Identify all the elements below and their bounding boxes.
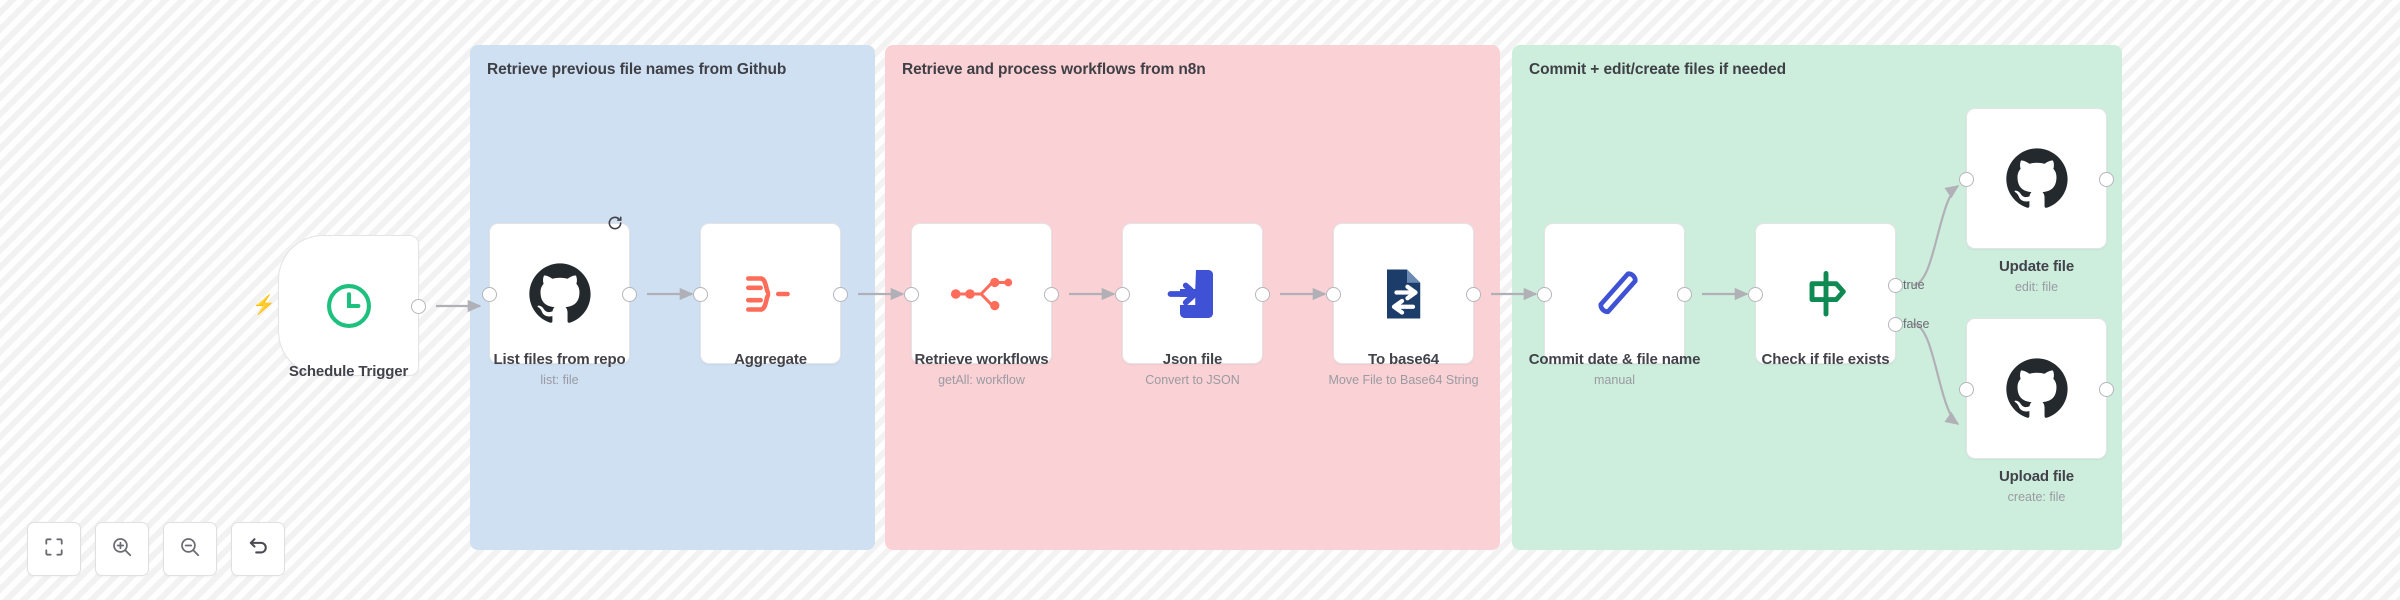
refresh-icon: [606, 214, 623, 231]
pencil-icon: [1587, 266, 1643, 322]
node-sublabel-commit-date-file-name: manual: [1594, 373, 1635, 387]
github-icon: [2005, 357, 2069, 421]
aggregate-icon: [740, 263, 802, 325]
node-label-retrieve-workflows: Retrieve workflows: [914, 351, 1049, 368]
clock-icon: [323, 280, 375, 332]
output-port-false[interactable]: [1888, 317, 1903, 332]
node-label-list-files-from-repo: List files from repo: [493, 351, 626, 368]
node-label-to-base64: To base64: [1368, 351, 1439, 368]
node-label-check-if-file-exists: Check if file exists: [1761, 351, 1890, 368]
node-label-schedule-trigger: Schedule Trigger: [288, 363, 409, 380]
trigger-bolt-icon: ⚡: [252, 295, 276, 316]
node-commit-date-file-name[interactable]: [1537, 223, 1692, 364]
input-port[interactable]: [1115, 287, 1130, 302]
zoom-in-icon: [111, 536, 133, 563]
canvas-zoom-toolbar: [27, 522, 285, 576]
input-port[interactable]: [482, 287, 497, 302]
node-to-base64[interactable]: [1326, 223, 1481, 364]
output-port[interactable]: [1677, 287, 1692, 302]
zoom-out-button[interactable]: [163, 522, 217, 576]
sticky-note-title: Retrieve and process workflows from n8n: [902, 61, 1206, 78]
sticky-note-title: Retrieve previous file names from Github: [487, 61, 787, 78]
node-retrieve-workflows[interactable]: [904, 223, 1059, 364]
node-upload-file[interactable]: [1959, 318, 2114, 459]
node-sublabel-upload-file: create: file: [2007, 490, 2066, 504]
signpost-icon: [1798, 266, 1854, 322]
n8n-icon: [949, 274, 1015, 314]
node-label-aggregate: Aggregate: [734, 351, 807, 368]
convert-to-file-icon: [1163, 264, 1223, 324]
node-aggregate[interactable]: [693, 223, 848, 364]
output-port[interactable]: [833, 287, 848, 302]
input-port[interactable]: [1326, 287, 1341, 302]
node-update-file[interactable]: [1959, 108, 2114, 249]
output-port[interactable]: [2099, 172, 2114, 187]
input-port[interactable]: [1537, 287, 1552, 302]
node-sublabel-retrieve-workflows: getAll: workflow: [938, 373, 1025, 387]
zoom-out-icon: [179, 536, 201, 563]
github-icon: [2005, 147, 2069, 211]
fit-view-icon: [43, 536, 65, 563]
node-sublabel-update-file: edit: file: [2014, 280, 2059, 294]
zoom-in-button[interactable]: [95, 522, 149, 576]
input-port[interactable]: [1748, 287, 1763, 302]
undo-icon: [247, 535, 270, 563]
node-label-upload-file: Upload file: [1998, 468, 2075, 485]
github-icon: [528, 262, 592, 326]
node-sublabel-to-base64: Move File to Base64 String: [1328, 373, 1479, 387]
node-sublabel-json-file: Convert to JSON: [1145, 373, 1240, 387]
input-port[interactable]: [1959, 382, 1974, 397]
reset-zoom-button[interactable]: [231, 522, 285, 576]
fit-to-view-button[interactable]: [27, 522, 81, 576]
input-port[interactable]: [904, 287, 919, 302]
output-port[interactable]: [622, 287, 637, 302]
node-check-if-file-exists[interactable]: [1748, 223, 1903, 364]
node-list-files-from-repo[interactable]: [482, 215, 637, 364]
input-port[interactable]: [1959, 172, 1974, 187]
file-transform-icon: [1374, 264, 1434, 324]
output-port[interactable]: [411, 299, 426, 314]
node-json-file[interactable]: [1115, 223, 1270, 364]
output-port-label-true: true: [1903, 278, 1925, 292]
output-port-true[interactable]: [1888, 278, 1903, 293]
input-port[interactable]: [693, 287, 708, 302]
sticky-note-title: Commit + edit/create files if needed: [1529, 61, 1786, 78]
node-schedule-trigger[interactable]: [278, 235, 426, 376]
node-label-update-file: Update file: [1998, 258, 2075, 275]
node-label-commit-date-file-name: Commit date & file name: [1528, 351, 1701, 368]
node-sublabel-list-files-from-repo: list: file: [540, 373, 579, 387]
output-port[interactable]: [1255, 287, 1270, 302]
output-port-label-false: false: [1903, 317, 1930, 331]
output-port[interactable]: [1044, 287, 1059, 302]
output-port[interactable]: [1466, 287, 1481, 302]
node-label-json-file: Json file: [1162, 351, 1223, 368]
output-port[interactable]: [2099, 382, 2114, 397]
